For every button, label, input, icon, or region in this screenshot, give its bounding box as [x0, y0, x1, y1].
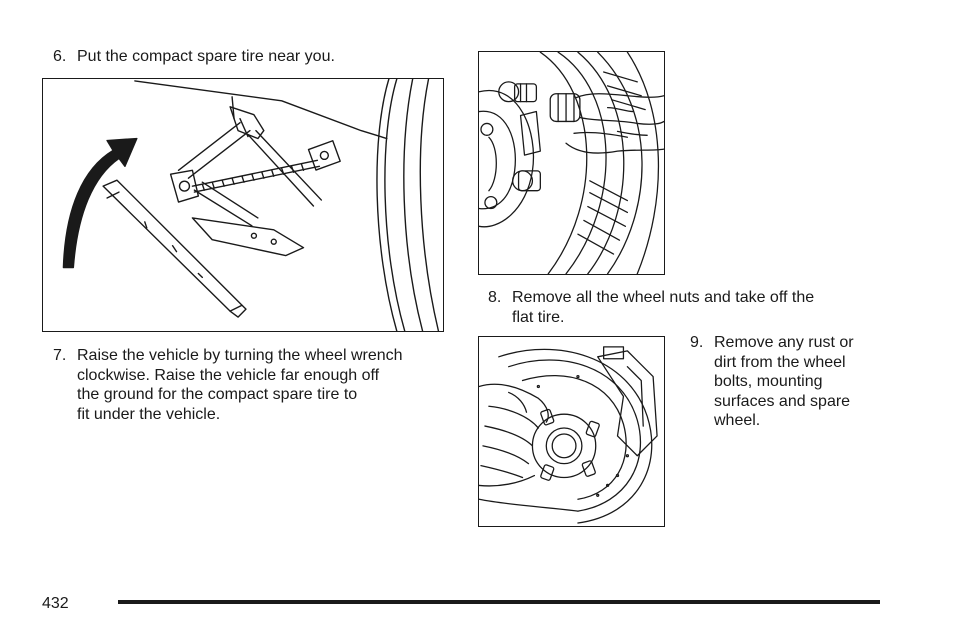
step-6: 6. Put the compact spare tire near you. — [53, 47, 433, 67]
step-9-line-1: Remove any rust or — [714, 334, 854, 351]
scissor-jack-illustration-icon — [62, 79, 440, 331]
page-number: 432 — [42, 595, 69, 612]
step-6-number: 6. — [53, 48, 67, 65]
step-7-line-3: the ground for the compact spare tire to — [77, 386, 358, 403]
step-8-line-1: Remove all the wheel nuts and take off t… — [512, 289, 815, 306]
step-7: 7. Raise the vehicle by turning the whee… — [53, 346, 453, 424]
step-9-number: 9. — [690, 334, 704, 351]
jack-figure — [42, 78, 444, 332]
step-8: 8. Remove all the wheel nuts and take of… — [488, 288, 888, 327]
step-8-number: 8. — [488, 289, 502, 306]
step-6-text: Put the compact spare tire near you. — [77, 48, 335, 65]
step-9-line-4: surfaces and spare — [714, 392, 851, 410]
hub-figure — [478, 336, 665, 527]
step-9: 9. Remove any rust or dirt from the whee… — [690, 333, 890, 431]
step-9-line-3: bolts, mounting — [714, 373, 823, 390]
step-7-line-1: Raise the vehicle by turning the wheel w… — [77, 347, 403, 364]
step-7-line-4: fit under the vehicle. — [77, 405, 221, 423]
step-8-line-2: flat tire. — [512, 308, 565, 326]
footer-rule — [118, 600, 880, 604]
step-9-line-5: wheel. — [714, 412, 761, 429]
step-7-number: 7. — [53, 347, 67, 364]
wheel-hub-cleaning-illustration-icon — [479, 346, 658, 524]
step-9-line-2: dirt from the wheel — [714, 353, 846, 371]
wheel-nut-removal-illustration-icon — [479, 52, 664, 274]
nuts-figure — [478, 51, 665, 275]
step-7-line-2: clockwise. Raise the vehicle far enough … — [77, 366, 380, 384]
